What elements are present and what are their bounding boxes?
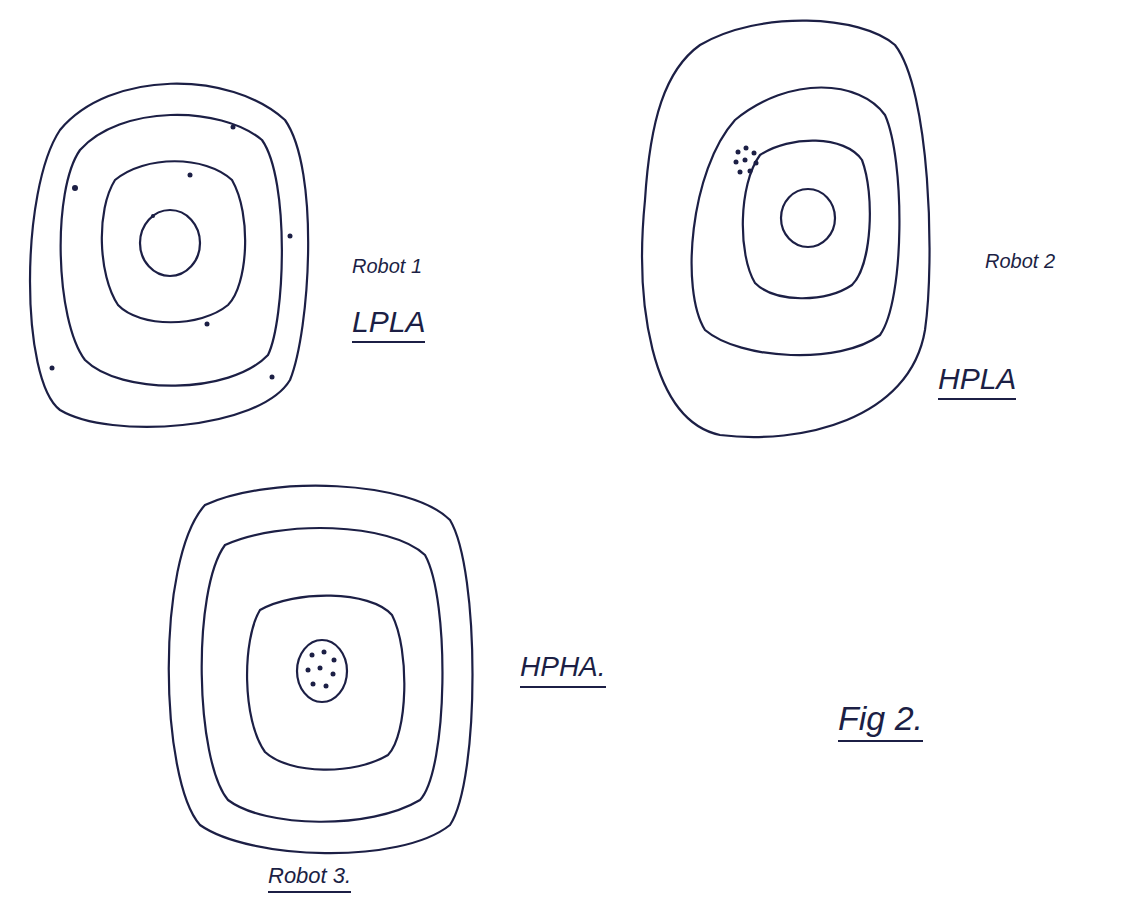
ring [202, 528, 443, 822]
outer-ring [30, 84, 308, 427]
dot [311, 682, 316, 687]
ring [743, 141, 870, 299]
ring [247, 596, 404, 770]
dot [318, 666, 323, 671]
dot [322, 650, 327, 655]
set-label: Robot 1 [352, 255, 422, 280]
inner-ring [140, 210, 200, 276]
dot [50, 366, 55, 371]
dot [748, 169, 753, 174]
dot [738, 170, 743, 175]
dot [72, 185, 78, 191]
ring [102, 161, 245, 322]
dot [205, 322, 210, 327]
dot [744, 146, 749, 151]
dot [754, 161, 759, 166]
category-label: HPLA [938, 362, 1016, 400]
ring [692, 88, 900, 356]
set-label: Robot 3. [268, 864, 351, 893]
dot [324, 684, 329, 689]
dot [188, 173, 193, 178]
dot [270, 375, 275, 380]
dot [231, 125, 236, 130]
dot [736, 150, 741, 155]
dot [331, 672, 336, 677]
category-label: LPLA [352, 305, 425, 343]
category-label: HPHA. [520, 652, 606, 688]
inner-ring [781, 189, 835, 247]
dot [151, 214, 155, 218]
dot [743, 158, 748, 163]
outer-ring [642, 21, 929, 437]
dot [310, 653, 315, 658]
dot [752, 151, 757, 156]
outer-ring [169, 486, 473, 853]
figure-caption: Fig 2. [838, 700, 923, 742]
inner-ring [297, 640, 347, 702]
dot [306, 668, 311, 673]
dot [734, 160, 739, 165]
ring [61, 115, 282, 386]
set-label: Robot 2 [985, 250, 1055, 275]
dot [332, 658, 337, 663]
dot [288, 234, 293, 239]
